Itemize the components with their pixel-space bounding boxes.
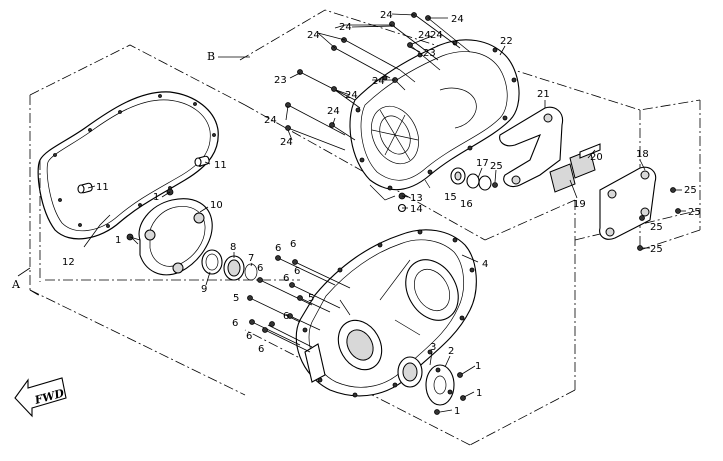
- callout-25: 25: [684, 185, 697, 196]
- callout-6: 6: [258, 344, 264, 355]
- callout-20: 20: [590, 152, 603, 163]
- callout-5: 5: [308, 293, 314, 304]
- callout-5: 5: [233, 293, 239, 304]
- plate-screws: [434, 372, 466, 415]
- callout-21: 21: [537, 89, 550, 100]
- dowel-pin-upper: [194, 155, 210, 167]
- callout-9: 9: [201, 284, 207, 295]
- callout-25: 25: [490, 161, 503, 172]
- callout-8: 8: [230, 242, 236, 253]
- callout-24: 24: [339, 22, 352, 33]
- plate-bolts: [637, 187, 686, 251]
- dowel-pin-lower: [77, 182, 93, 194]
- callout-24: 24: [345, 90, 358, 101]
- bracket: [499, 106, 564, 188]
- callout-6: 6: [232, 318, 238, 329]
- reference-letter-a: A: [11, 278, 21, 291]
- crankcase-bolts: [247, 255, 351, 353]
- retainer-plate: [425, 364, 455, 406]
- callout-1: 1: [476, 388, 482, 399]
- callout-4: 4: [482, 259, 488, 270]
- reference-letter-b: B: [207, 50, 215, 63]
- bearing-3: [397, 356, 423, 388]
- callout-13: 13: [410, 193, 423, 204]
- callout-23: 23: [274, 75, 287, 86]
- housing-bolts: [285, 12, 471, 151]
- callout-10: 10: [210, 200, 223, 211]
- mount-plate: [599, 166, 657, 240]
- callout-24: 24: [280, 137, 293, 148]
- callout-25: 25: [688, 207, 701, 218]
- callout-1: 1: [454, 406, 460, 417]
- callout-25: 25: [650, 244, 663, 255]
- callout-25: 25: [650, 222, 663, 233]
- callout-24: 24: [372, 76, 385, 87]
- callout-6: 6: [290, 239, 296, 250]
- callout-11: 11: [214, 160, 227, 171]
- o-ring-7: [244, 263, 258, 281]
- callout-7: 7: [248, 253, 254, 264]
- callout-24: 24: [380, 10, 393, 21]
- callout-19: 19: [573, 199, 586, 210]
- callout-6: 6: [275, 243, 281, 254]
- callout-22: 22: [500, 36, 513, 47]
- oil-seal: [201, 249, 223, 275]
- belt-cover-housing: [349, 39, 520, 201]
- leader-lines: [83, 13, 646, 413]
- forward-arrow: FWD: [14, 377, 67, 418]
- callout-23: 23: [423, 48, 436, 59]
- callout-1: 1: [153, 192, 159, 203]
- drain-washer-parts: [397, 167, 498, 213]
- callout-24: 24: [327, 106, 340, 117]
- callout-16: 16: [460, 199, 473, 210]
- callout-18: 18: [636, 149, 649, 160]
- callout-2: 2: [448, 346, 454, 357]
- callout-24: 24: [430, 30, 443, 41]
- callout-14: 14: [410, 204, 423, 215]
- callout-6: 6: [294, 266, 300, 277]
- callout-labels: 24 24 24 24 24 24 24 24 24 24 24 23 23 2…: [62, 10, 701, 417]
- cover-bolts: [126, 188, 174, 245]
- callout-1: 1: [115, 235, 121, 246]
- callout-15: 15: [444, 192, 457, 203]
- callout-12: 12: [62, 257, 75, 268]
- bearing-8: [223, 255, 245, 281]
- callout-11: 11: [96, 182, 109, 193]
- callout-6: 6: [283, 273, 289, 284]
- callout-24: 24: [264, 115, 277, 126]
- callout-24: 24: [418, 30, 431, 41]
- callout-24: 24: [451, 14, 464, 25]
- callout-24: 24: [307, 30, 320, 41]
- callout-3: 3: [430, 342, 436, 353]
- callout-6: 6: [257, 263, 263, 274]
- callout-6: 6: [283, 311, 289, 322]
- callout-1: 1: [475, 361, 481, 372]
- cover-plate: [138, 198, 213, 276]
- callout-6: 6: [246, 331, 252, 342]
- callout-17: 17: [476, 158, 489, 169]
